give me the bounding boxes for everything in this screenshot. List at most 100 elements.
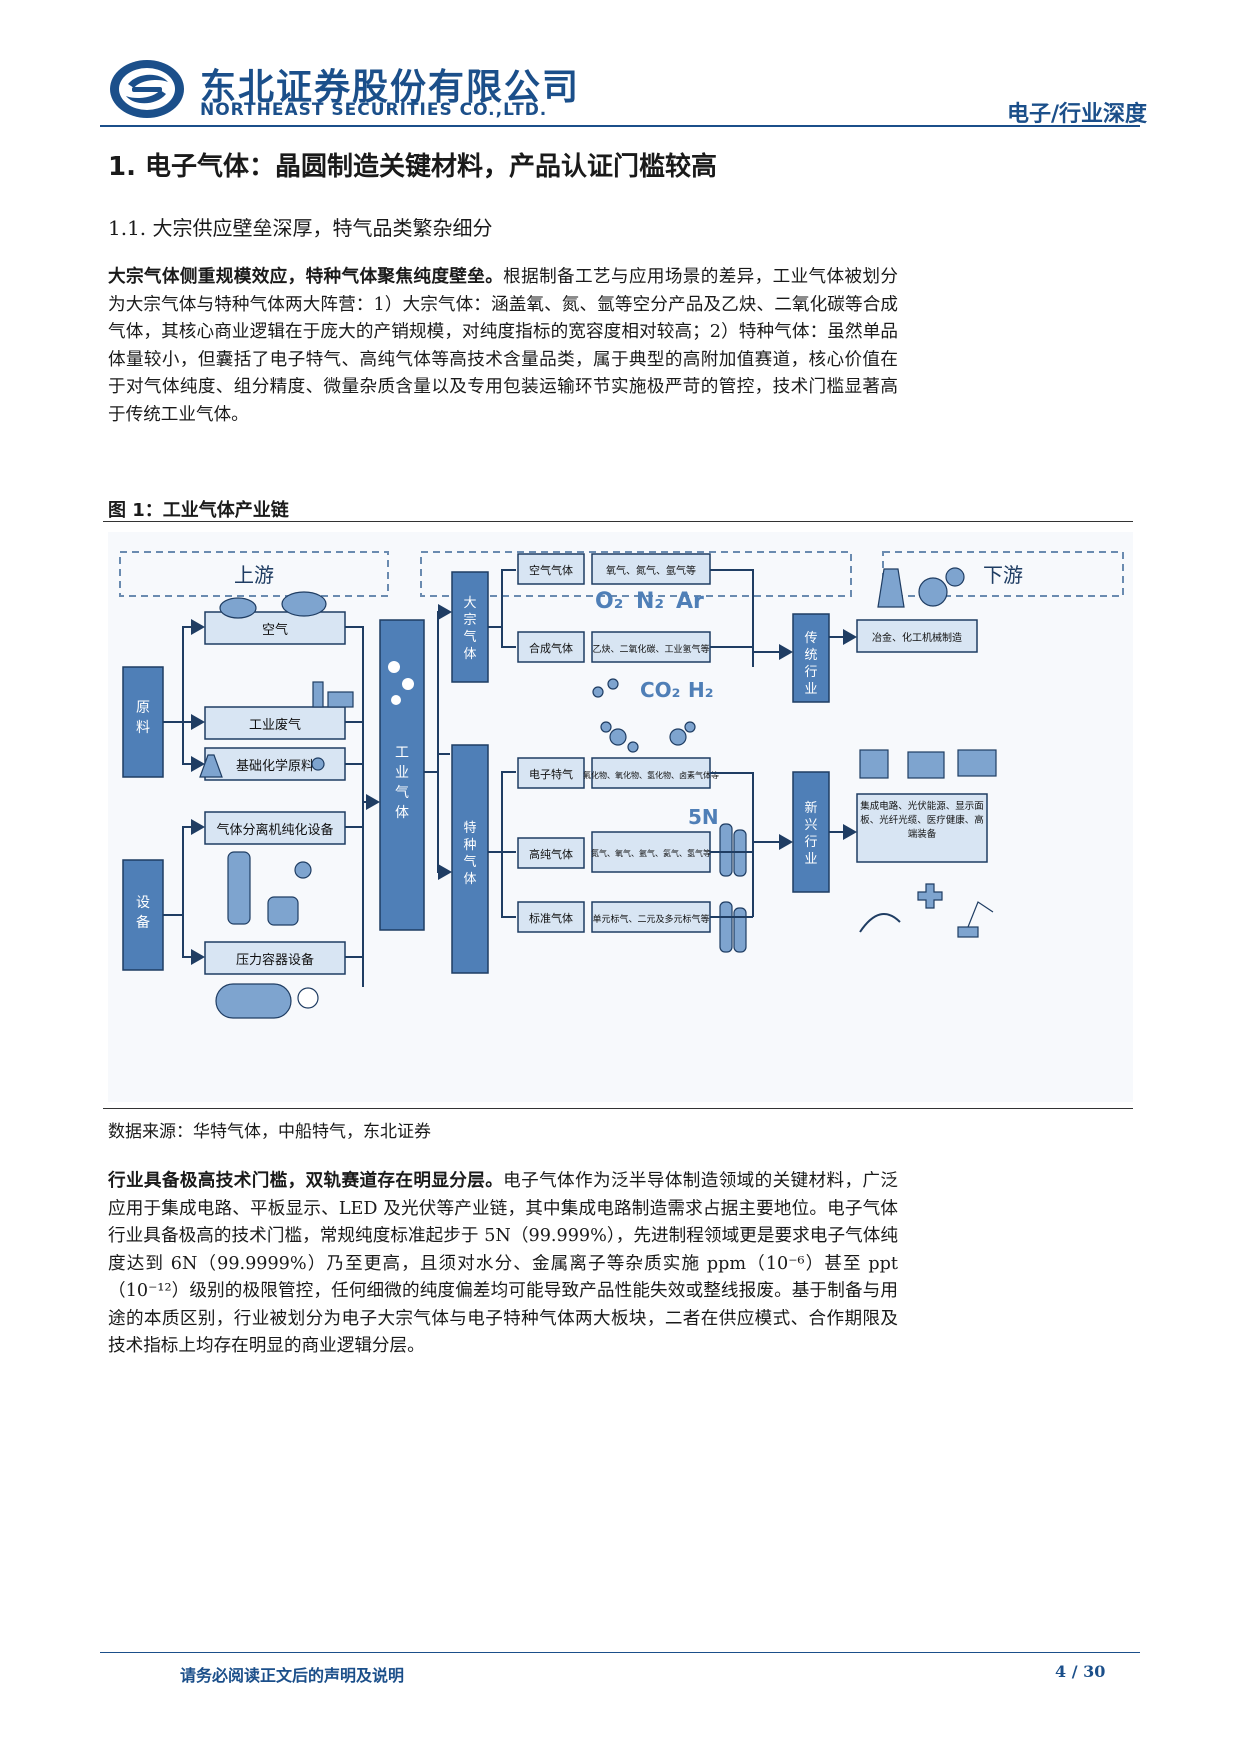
upstream-chemicals — [204, 747, 346, 781]
group-raw-materials — [122, 666, 164, 778]
mid-high-purity-gas — [517, 837, 585, 869]
molecule-icon — [592, 678, 619, 698]
svg-text:合成气体: 合成气体 — [529, 641, 573, 655]
svg-text:业: 业 — [804, 852, 817, 867]
mid-synthetic-gas-detail — [591, 631, 711, 663]
svg-text:氧气、氮气、氩气等: 氧气、氮气、氩气等 — [606, 564, 696, 577]
svg-text:冶金、化工机械制造: 冶金、化工机械制造 — [872, 631, 962, 644]
downstream-new-detail — [856, 793, 988, 863]
factory-icon — [312, 681, 354, 708]
svg-text:体: 体 — [463, 872, 476, 887]
svg-text:空气: 空气 — [262, 622, 288, 638]
mid-electronic-special-gas-detail — [591, 757, 711, 789]
logo-mark-icon — [110, 60, 184, 118]
group-equip-label-2: 备 — [136, 914, 150, 931]
svg-text:种: 种 — [463, 838, 476, 853]
svg-text:单元标气、二元及多元标气等: 单元标气、二元及多元标气等 — [592, 913, 709, 925]
svg-text:电子特气: 电子特气 — [529, 767, 573, 781]
fiber-cable-icon — [859, 913, 901, 933]
group-raw-label-1: 原 — [136, 700, 150, 716]
distillation-tower-icon — [227, 851, 312, 926]
formula-co2: CO₂ — [640, 678, 680, 702]
svg-text:体: 体 — [395, 805, 409, 821]
subsection-heading: 1.1. 大宗供应壁垒深厚，特气品类繁杂细分 — [108, 216, 493, 240]
svg-text:宗: 宗 — [463, 612, 476, 628]
center-industrial-gas — [379, 619, 425, 931]
company-name-en: NORTHEAST SECURITIES CO.,LTD. — [200, 100, 548, 120]
svg-text:乙炔、二氧化碳、工业氢气等: 乙炔、二氧化碳、工业氢气等 — [592, 643, 709, 655]
upstream-air — [204, 611, 346, 645]
paragraph-1: 大宗气体侧重规模效应，特种气体聚焦纯度壁垒。根据制备工艺与应用场景的差异，工业气… — [108, 264, 898, 429]
stage-downstream-label: 下游 — [983, 563, 1023, 587]
svg-text:压力容器设备: 压力容器设备 — [236, 952, 314, 968]
upstream-separation-equip — [204, 811, 346, 845]
paragraph-2: 行业具备极高技术门槛，双轨赛道存在明显分层。电子气体作为泛半导体制造领域的关键材… — [108, 1168, 898, 1361]
figure-title: 图 1：工业气体产业链 — [108, 500, 289, 521]
paragraph-1-lead: 大宗气体侧重规模效应，特种气体聚焦纯度壁垒。 — [108, 267, 504, 287]
svg-text:统: 统 — [804, 648, 817, 663]
mid-standard-gas — [517, 901, 585, 933]
stage-upstream-label: 上游 — [234, 563, 274, 587]
section-heading: 1. 电子气体：晶圆制造关键材料，产品认证门槛较高 — [108, 152, 718, 182]
mid-synthetic-gas — [517, 631, 585, 663]
industry-chain-diagram: 上游 中游 下游 原 料 设 备 空气 工业废气 基础化学原料 气体分离机纯化设… — [108, 532, 1133, 1102]
formula-ar: Ar — [676, 589, 704, 614]
downstream-emerging — [792, 771, 830, 893]
upstream-pressure-vessel — [204, 941, 346, 975]
paragraph-2-lead: 行业具备极高技术门槛，双轨赛道存在明显分层。 — [108, 1171, 504, 1191]
svg-text:氟化物、氧化物、氢化物、卤素气体等: 氟化物、氧化物、氢化物、卤素气体等 — [583, 770, 719, 780]
svg-text:基础化学原料: 基础化学原料 — [236, 758, 314, 774]
purity-5n-tag: 5N — [688, 805, 719, 829]
group-equipment — [122, 859, 164, 971]
svg-text:业: 业 — [395, 765, 409, 781]
company-name-cn: 东北证券股份有限公司 — [200, 67, 581, 108]
paragraph-1-body: 根据制备工艺与应用场景的差异，工业气体被划分为大宗气体与特种气体两大阵营：1）大… — [108, 267, 898, 425]
svg-text:空气气体: 空气气体 — [529, 563, 573, 577]
formula-n2: N₂ — [636, 589, 664, 614]
group-raw-label-2: 料 — [136, 720, 150, 736]
downstream-trad-detail — [856, 619, 978, 653]
medical-cross-icon — [917, 883, 943, 909]
chip-icon — [859, 749, 889, 779]
robot-arm-icon — [957, 901, 994, 938]
svg-text:特: 特 — [463, 821, 476, 836]
svg-text:新: 新 — [804, 800, 817, 816]
svg-text:气体分离机纯化设备: 气体分离机纯化设备 — [216, 822, 333, 838]
monitor-icon — [957, 749, 997, 777]
mid-air-gas-detail — [591, 553, 711, 585]
footer-rule — [100, 1652, 1140, 1653]
svg-text:气: 气 — [395, 785, 409, 801]
group-equip-label-1: 设 — [136, 895, 150, 911]
mid-high-purity-gas-detail — [591, 831, 711, 873]
special-gas-box — [451, 744, 489, 974]
cloud-icon — [219, 591, 327, 619]
svg-text:工: 工 — [395, 745, 409, 761]
svg-text:标准气体: 标准气体 — [529, 911, 573, 925]
figure-top-rule — [103, 521, 1133, 522]
furnace-icon — [877, 568, 905, 608]
svg-text:高纯气体: 高纯气体 — [529, 847, 573, 861]
paragraph-2-body: 电子气体作为泛半导体制造领域的关键材料，广泛应用于集成电路、平板显示、LED 及… — [108, 1171, 898, 1356]
solar-panel-icon — [907, 751, 945, 779]
formula-o2: O₂ — [595, 589, 623, 614]
gas-cylinder-icon — [719, 823, 747, 953]
page-number: 4 / 30 — [1055, 1662, 1106, 1681]
svg-text:工业废气: 工业废气 — [249, 717, 301, 733]
formula-h2: H₂ — [688, 678, 714, 702]
svg-text:气: 气 — [463, 629, 476, 645]
tank-icon — [215, 983, 319, 1019]
figure-source: 数据来源：华特气体，中船特气，东北证券 — [108, 1122, 431, 1142]
downstream-traditional — [792, 613, 830, 703]
mid-air-gas — [517, 553, 585, 585]
report-category: 电子/行业深度 — [1006, 102, 1147, 127]
svg-text:体: 体 — [463, 647, 476, 662]
upstream-waste-gas — [204, 706, 346, 740]
svg-text:氮气、氧气、氩气、氦气、氢气等: 氮气、氧气、氩气、氦气、氢气等 — [591, 848, 711, 858]
svg-text:行: 行 — [804, 835, 817, 850]
svg-text:兴: 兴 — [804, 818, 817, 833]
gear-icon — [918, 567, 965, 607]
svg-text:气: 气 — [463, 854, 476, 870]
mid-electronic-special-gas — [517, 757, 585, 789]
stage-midstream-box — [420, 551, 852, 597]
header-rule — [100, 125, 1140, 127]
